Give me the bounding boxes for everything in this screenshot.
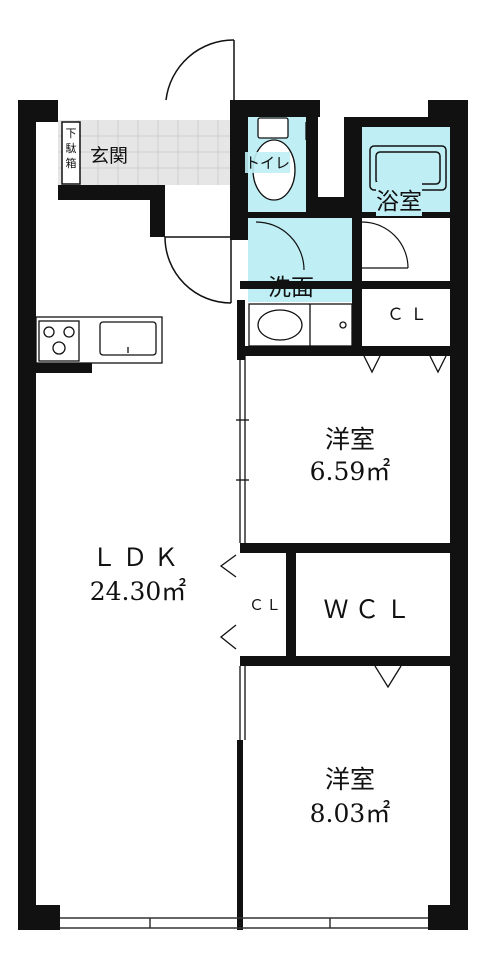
getabako-label: 下駄箱 xyxy=(65,127,77,170)
wcl-label: ＷＣＬ xyxy=(323,595,417,624)
ldk-area: 24.30㎡ xyxy=(89,577,187,606)
bath-door-icon xyxy=(361,221,409,269)
closet-upper-label: ＣＬ xyxy=(387,305,433,325)
ldk-door-icon xyxy=(164,236,232,304)
bottom-window xyxy=(60,917,428,929)
wash-basin-icon xyxy=(248,303,353,347)
washroom-label: 洗面 xyxy=(268,275,314,301)
closet-door-marks xyxy=(219,355,447,689)
bathtub-icon xyxy=(369,145,447,191)
bath-label: 浴室 xyxy=(376,182,422,216)
room1-area: 6.59㎡ xyxy=(309,457,391,486)
ldk-name: ＬＤＫ xyxy=(91,543,185,572)
room1-name: 洋室 xyxy=(324,425,375,454)
closet-small-label: ＣＬ xyxy=(248,596,283,614)
entrance-door-icon xyxy=(165,39,235,101)
entrance-tile-floor xyxy=(58,120,233,185)
washroom-door-icon xyxy=(255,221,305,271)
room2-area: 8.03㎡ xyxy=(309,799,391,828)
room2-name: 洋室 xyxy=(324,765,375,794)
kitchen-counter xyxy=(35,316,163,364)
genkan-label: 玄関 xyxy=(90,145,129,167)
shoe-cabinet xyxy=(61,121,81,185)
toilet-label: トイレ xyxy=(245,152,291,173)
walls xyxy=(18,100,468,930)
sliding-partition xyxy=(236,356,249,740)
